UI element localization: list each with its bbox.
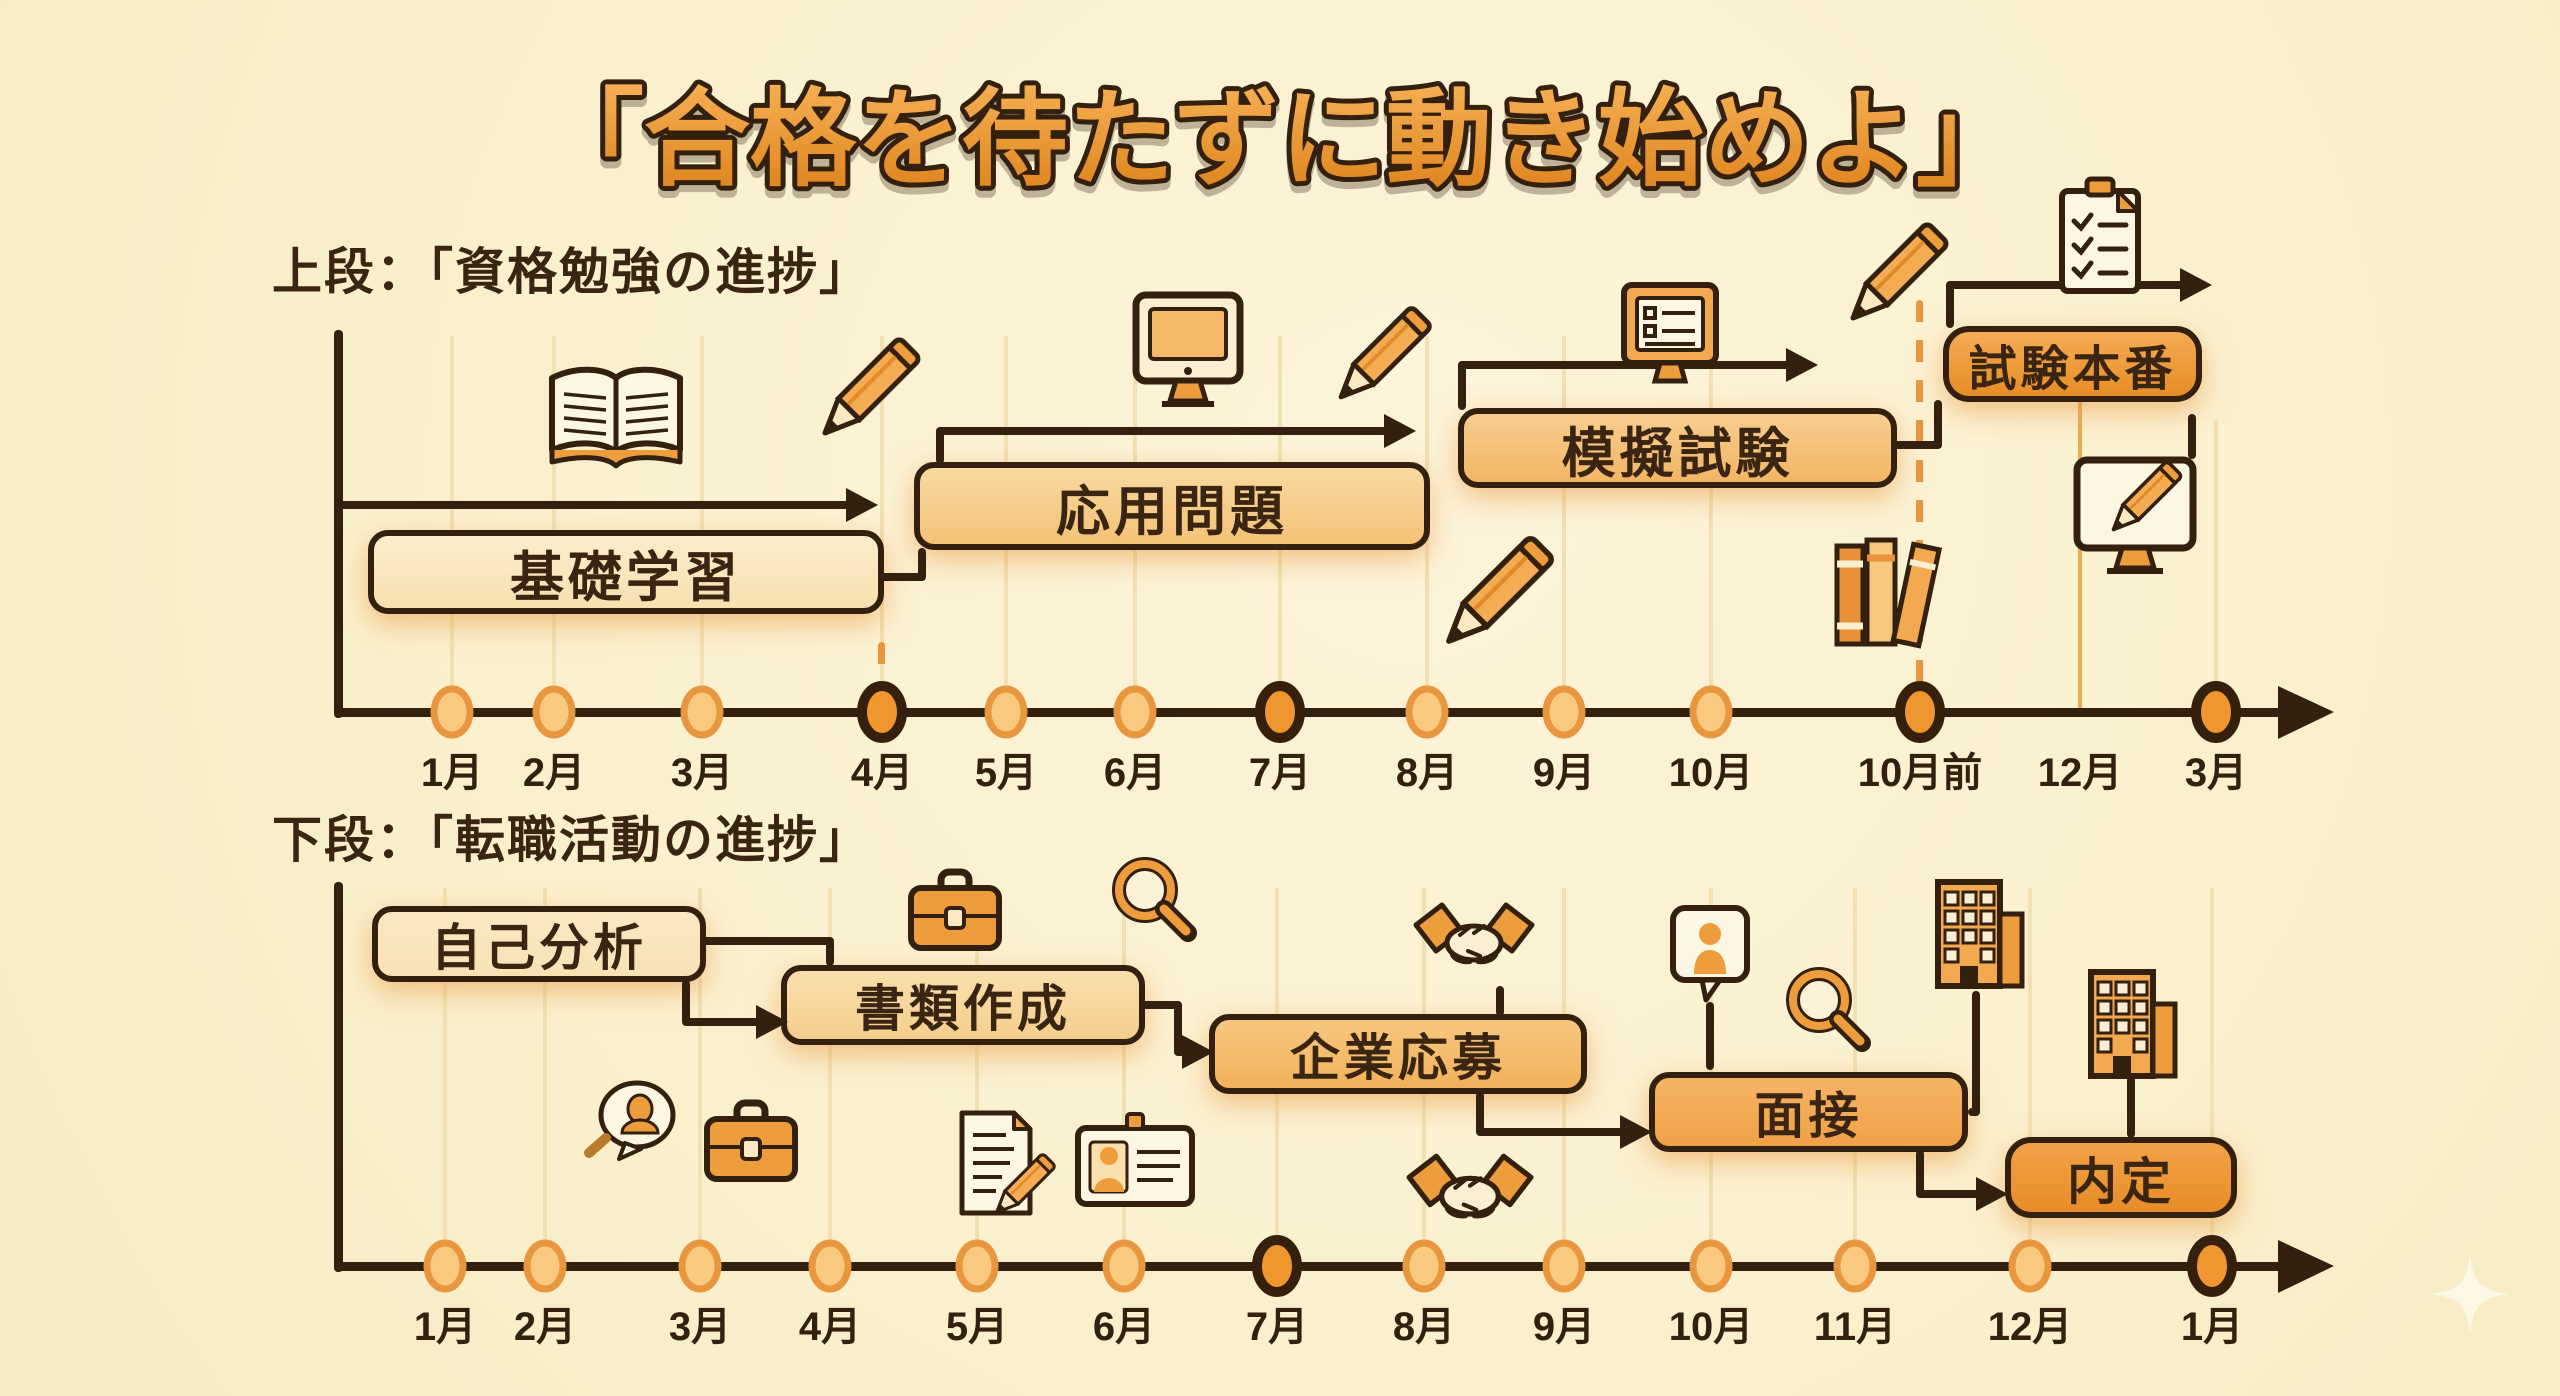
arrowhead: [2180, 268, 2212, 302]
upper-month-label: 7月: [1248, 751, 1312, 795]
stage-box-applied-problems: 応用問題: [914, 462, 1430, 550]
april-dashed-stub: [878, 642, 885, 706]
gridline: [1122, 888, 1126, 1262]
upper-month-label: 10月前: [1857, 751, 1983, 795]
stage-box-mock-exam: 模擬試験: [1458, 408, 1897, 488]
magnifier-icon: [1793, 974, 1862, 1043]
monitor-pencil-icon: [2073, 456, 2197, 574]
arrowhead: [1620, 1115, 1652, 1149]
lower-month-label: 1月: [413, 1305, 477, 1349]
gridline: [1562, 336, 1566, 708]
upper-month-label: 3月: [2184, 751, 2248, 795]
stage-box-interview: 面接: [1649, 1072, 1968, 1152]
lower-month-label: 7月: [1245, 1305, 1309, 1349]
axis-arrowhead: [2278, 686, 2334, 739]
lower-month-label: 2月: [513, 1305, 577, 1349]
upper-x-axis: [334, 708, 2284, 717]
gridline: [975, 888, 979, 1262]
monitor-list-icon: [1621, 282, 1719, 384]
handshake-icon: [1416, 905, 1532, 962]
gridline: [700, 336, 704, 708]
connector: [702, 937, 834, 966]
lower-x-axis: [334, 1262, 2284, 1271]
gridline-december: [2078, 400, 2082, 708]
lower-month-label: 1月: [2180, 1305, 2244, 1349]
pencil-icon: [814, 338, 920, 444]
stage-box-document-prep: 書類作成: [781, 965, 1145, 1045]
stage-box-real-exam: 試験本番: [1943, 326, 2202, 402]
handshake-icon: [1409, 1156, 1531, 1216]
upper-month-label: 6月: [1103, 751, 1167, 795]
connector: [1141, 1001, 1186, 1056]
lower-month-label: 12月: [1987, 1305, 2073, 1349]
lower-month-label: 5月: [945, 1305, 1009, 1349]
upper-y-axis: [334, 330, 343, 718]
connector: [1946, 281, 2184, 328]
arrowhead: [1786, 348, 1818, 382]
person-search-bubble-icon: [584, 1080, 676, 1161]
pencil-icon: [1842, 223, 1948, 329]
title-banner: 「合格を待たずに動き始めよ」: [533, 76, 2027, 204]
building-icon: [2091, 972, 2175, 1076]
upper-month-label: 2月: [522, 751, 586, 795]
lower-month-label: 10月: [1668, 1305, 1754, 1349]
upper-month-label: 12月: [2037, 751, 2123, 795]
upper-month-label: 5月: [974, 751, 1038, 795]
upper-month-label: 8月: [1395, 751, 1459, 795]
lower-month-label: 4月: [798, 1305, 862, 1349]
stage-box-basic-study: 基礎学習: [368, 530, 884, 614]
gridline: [2028, 888, 2032, 1262]
lower-month-label: 9月: [1532, 1305, 1596, 1349]
upper-month-label: 10月: [1668, 751, 1754, 795]
building-icon: [1938, 882, 2022, 986]
arrowhead: [846, 488, 878, 522]
lower-y-axis: [334, 882, 343, 1272]
connector: [880, 548, 926, 581]
connector: [1916, 1150, 1980, 1198]
books-icon: [1834, 537, 1943, 649]
open-book-icon: [549, 366, 683, 469]
briefcase-icon: [911, 872, 999, 948]
gridline: [1709, 336, 1713, 708]
gridline: [880, 336, 884, 708]
arrowhead: [1976, 1177, 2008, 1211]
monitor-icon: [1132, 291, 1244, 407]
gridline: [443, 888, 447, 1262]
connector: [1968, 991, 1980, 1116]
stage-box-job-offer: 内定: [2005, 1137, 2237, 1218]
pencil-icon: [1437, 536, 1554, 653]
sparkle-icon: [2430, 1254, 2510, 1334]
upper-month-label: 9月: [1532, 751, 1596, 795]
stage-box-company-apply: 企業応募: [1209, 1014, 1587, 1094]
gridline: [450, 336, 454, 708]
gridline: [828, 888, 832, 1262]
magnifier-icon: [1119, 864, 1188, 933]
gridline: [2210, 888, 2214, 1262]
gridline: [552, 336, 556, 708]
gridline: [543, 888, 547, 1262]
main-title: 「合格を待たずに動き始めよ」: [538, 81, 2022, 199]
lower-month-label: 3月: [668, 1305, 732, 1349]
arrowhead: [1384, 414, 1416, 448]
axis-arrowhead: [2278, 1240, 2334, 1293]
upper-month-label: 1月: [420, 751, 484, 795]
briefcase-icon: [707, 1103, 795, 1179]
lower-month-label: 6月: [1092, 1305, 1156, 1349]
lower-month-label: 8月: [1392, 1305, 1456, 1349]
stage-box-self-analysis: 自己分析: [372, 906, 706, 982]
gridline: [2214, 420, 2218, 708]
connector: [1458, 361, 1790, 410]
pencil-icon: [1331, 306, 1432, 407]
id-card-icon: [1075, 1112, 1195, 1207]
lower-section-label: 下段：「転職活動の進捗」: [272, 812, 871, 868]
upper-section-label: 上段：「資格勉強の進捗」: [272, 244, 871, 300]
upper-month-label: 4月: [850, 751, 914, 795]
deadline-dashed-line: [1916, 300, 1923, 704]
gridline: [698, 888, 702, 1262]
upper-month-label: 3月: [670, 751, 734, 795]
connector: [682, 980, 760, 1026]
connector: [1476, 1092, 1624, 1136]
lower-month-label: 11月: [1813, 1305, 1897, 1349]
